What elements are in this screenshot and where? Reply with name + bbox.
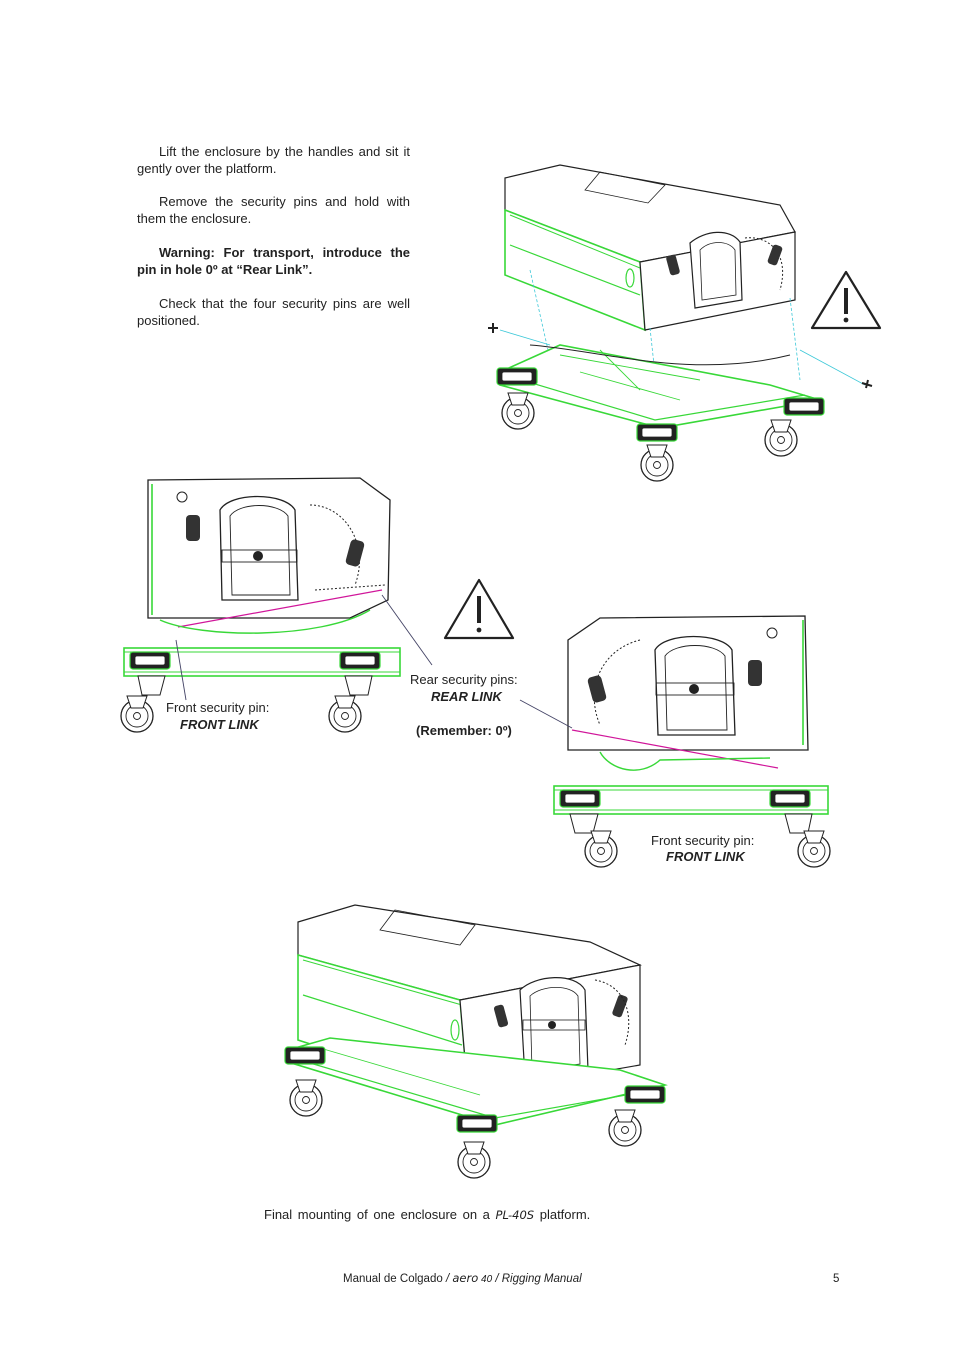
callout-rear-link: REAR LINK: [431, 689, 502, 704]
warning-triangle-icon: [810, 270, 882, 330]
instruction-warning: Warning: For transport, introduce the pi…: [137, 245, 410, 277]
footer-separator: /: [442, 1273, 453, 1285]
callout-front-pin-label-right: Front security pin:: [651, 833, 755, 848]
footer-manual-es: Manual de Colgado: [343, 1273, 443, 1285]
page-footer: Manual de Colgado / aero 40 / Rigging Ma…: [343, 1271, 582, 1285]
caption-prefix: Final mounting of one enclosure on a: [264, 1207, 490, 1222]
footer-product-number: 40: [478, 1274, 493, 1285]
caption-model: PL-40S: [495, 1208, 535, 1222]
footer-separator: /: [492, 1273, 502, 1285]
callout-front-link-right: FRONT LINK: [666, 849, 745, 864]
warning-triangle-icon: [443, 578, 515, 640]
callout-rear-pin-label: Rear security pins:: [410, 672, 518, 687]
page-number: 5: [833, 1273, 840, 1285]
figure-caption: Final mounting of one enclosure on a PL-…: [264, 1206, 590, 1224]
figure-side-view-right: [519, 615, 831, 868]
caption-suffix: platform.: [539, 1207, 591, 1222]
figure-side-view-left: [120, 477, 433, 733]
instruction-lift: Lift the enclosure by the handles and si…: [137, 144, 410, 176]
callout-front-pin-label-left: Front security pin:: [166, 700, 270, 715]
figure-lift-enclosure: [488, 164, 873, 482]
figure-final-mounting: [284, 904, 668, 1179]
footer-product: aero: [452, 1271, 479, 1285]
instruction-remove-pins: Remove the security pins and hold with t…: [137, 194, 410, 226]
callout-front-link-left: FRONT LINK: [180, 717, 259, 732]
callout-remember-zero: (Remember: 0º): [416, 723, 512, 738]
instruction-check-pins: Check that the four security pins are we…: [137, 296, 410, 328]
footer-manual-en: Rigging Manual: [501, 1273, 582, 1285]
